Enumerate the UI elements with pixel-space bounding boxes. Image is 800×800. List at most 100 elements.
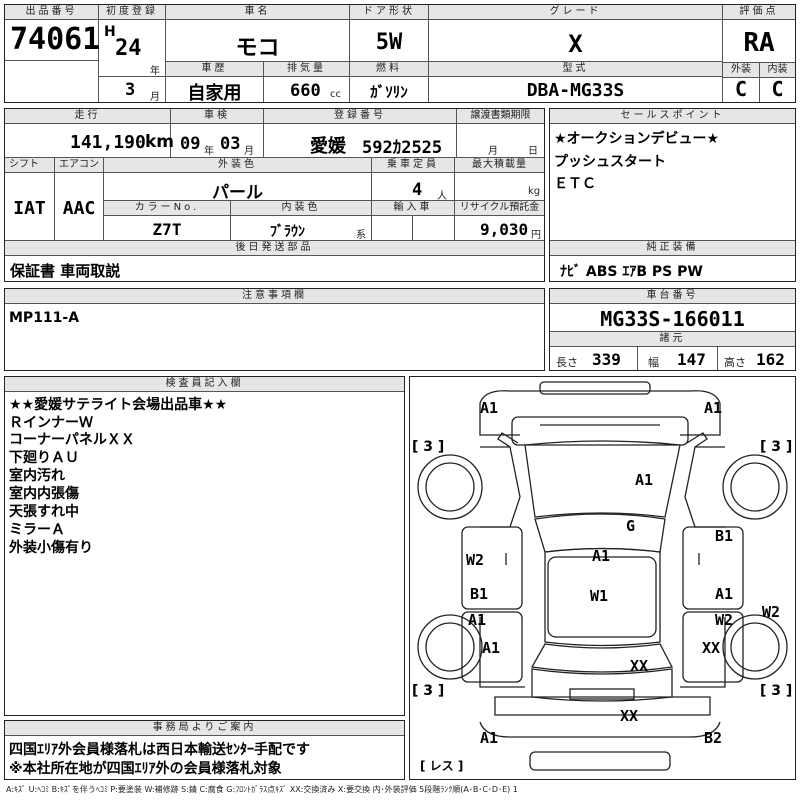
inspection-month: 03 [220,134,241,154]
sales-point-1: ★オークションデビュー★ [554,131,720,147]
interior-color-unit: 系 [356,230,366,241]
notes-label: 注意事項欄 [5,289,544,304]
tire-rl: [ 3 ] [412,683,445,699]
shift-label: シフト [5,158,54,173]
width: 147 [677,350,706,369]
fuel: ｶﾞｿﾘﾝ [370,83,408,101]
interior-color-label: 内装色 [231,201,371,216]
mark-right-rear-door-a1: A1 [715,585,734,603]
mark-tailgate: XX [630,657,649,675]
cc-unit: cc [330,89,341,100]
mark-hood: A1 [635,471,654,489]
history-label: 車歴 [166,62,263,77]
grade: X [568,30,583,58]
sales-point-label: セールスポイント [550,109,795,124]
year-unit: 年 [150,66,160,77]
height-label: 高さ [724,356,746,369]
inspector-line-3: コーナーパネルＸＸ [9,432,135,448]
shift: IAT [13,198,46,219]
mark-rear-right: XX [702,639,721,657]
length: 339 [592,350,621,369]
chassis-label: 車台番号 [550,289,795,304]
spec-section [4,108,545,282]
office-label: 事務局よりご案内 [5,721,404,736]
interior-color: ﾌﾞﾗｳﾝ [270,224,305,240]
inspector-line-8: ミラーＡ [9,522,65,538]
dims-label: 諸元 [550,332,795,347]
reg-month: 3 [125,80,136,100]
score: RA [743,28,775,58]
parts: 保証書 車両取説 [10,262,121,280]
era: H [104,24,116,40]
mark-right-front-door: B1 [715,527,734,545]
grade-label: グレード [429,5,722,20]
tire-fl: [ 3 ] [412,439,445,455]
header-section [4,4,796,103]
mark-front-left: A1 [480,399,499,417]
length-label: 長さ [556,356,578,369]
inspector-line-4: 下廻りＡＵ [9,450,79,466]
displacement-label: 排気量 [264,62,349,77]
plate-label: 登録番号 [264,109,456,124]
model-label: 型式 [429,62,722,77]
inspector-line-7: 天張すれ中 [9,504,79,520]
exterior-label: 外装 [723,63,759,78]
inspection-year: 09 [180,134,201,154]
capacity: 4 [412,180,423,200]
mark-windshield: G [626,517,636,535]
deadline-label: 譲渡書類期限 [457,109,544,124]
mileage: 141,190 [70,132,146,153]
reg-year: 24 [115,36,142,61]
mark-left-rear-door-a1: A1 [468,611,487,629]
recycle-deposit: 9,030 [480,220,529,239]
equipment: ﾅﾋﾞ ABS ｴｱB PS PW [560,264,703,280]
spare-tire: [ レス ] [420,759,464,773]
recycle-label: リサイクル預託金 [455,201,544,216]
model-code: DBA-MG33S [526,80,625,101]
sales-point-section [549,108,796,282]
mark-bottom-left: A1 [480,729,499,747]
car-outline [417,381,788,771]
score-label: 評価点 [723,5,795,20]
exterior-score: C [734,77,748,101]
lot-label: 出品番号 [5,5,98,20]
history: 自家用 [187,83,242,104]
height: 162 [756,350,785,369]
import-label: 輸入車 [372,201,454,216]
capacity-label: 乗車定員 [372,158,454,173]
inspector-label: 検査員記入欄 [5,377,404,392]
chassis-number: MG33S-166011 [600,307,745,331]
load-label: 最大積載量 [455,158,544,173]
interior-score: C [771,77,784,101]
deadline-day: 日 [528,146,538,157]
car-name: モコ [235,36,280,61]
insp-month-unit: 月 [244,146,254,157]
chassis-section [549,288,796,371]
inspector-line-2: ＲインナーＷ [9,415,93,431]
notes-text: MP111-A [9,310,80,326]
door-label: ドア形状 [350,5,428,20]
office-line-1: 四国ｴﾘｱ外会員様落札は西日本輸送ｾﾝﾀｰ手配です [9,742,310,758]
insp-year-unit: 年 [204,146,214,157]
capacity-unit: 人 [437,191,447,202]
ac: AAC [62,198,96,219]
notes-section [4,288,545,371]
sales-point-2: プッシュスタート [554,154,666,170]
recycle-unit: 円 [531,230,541,241]
equipment-label: 純正装備 [550,241,795,256]
mark-rear-bumper: XX [620,707,639,725]
tire-rr: [ 3 ] [760,683,793,699]
first-registration-label: 初度登録 [99,5,165,20]
mark-roof: A1 [592,547,611,565]
lot-number: 74061 [10,22,101,57]
fuel-label: 燃料 [350,62,428,77]
plate-number: 592ｶ2525 [362,138,443,158]
mark-left-rear-door-b1: B1 [470,585,489,603]
inspector-line-5: 室内汚れ [9,468,65,484]
mark-rear-left: A1 [482,639,501,657]
mark-bottom-right: B2 [704,729,723,747]
inspector-section [4,376,405,716]
plate-prefecture: 愛媛 [310,136,346,157]
color-no-label: カラーNo. [104,201,230,216]
mark-right-side-w2: W2 [762,603,781,621]
